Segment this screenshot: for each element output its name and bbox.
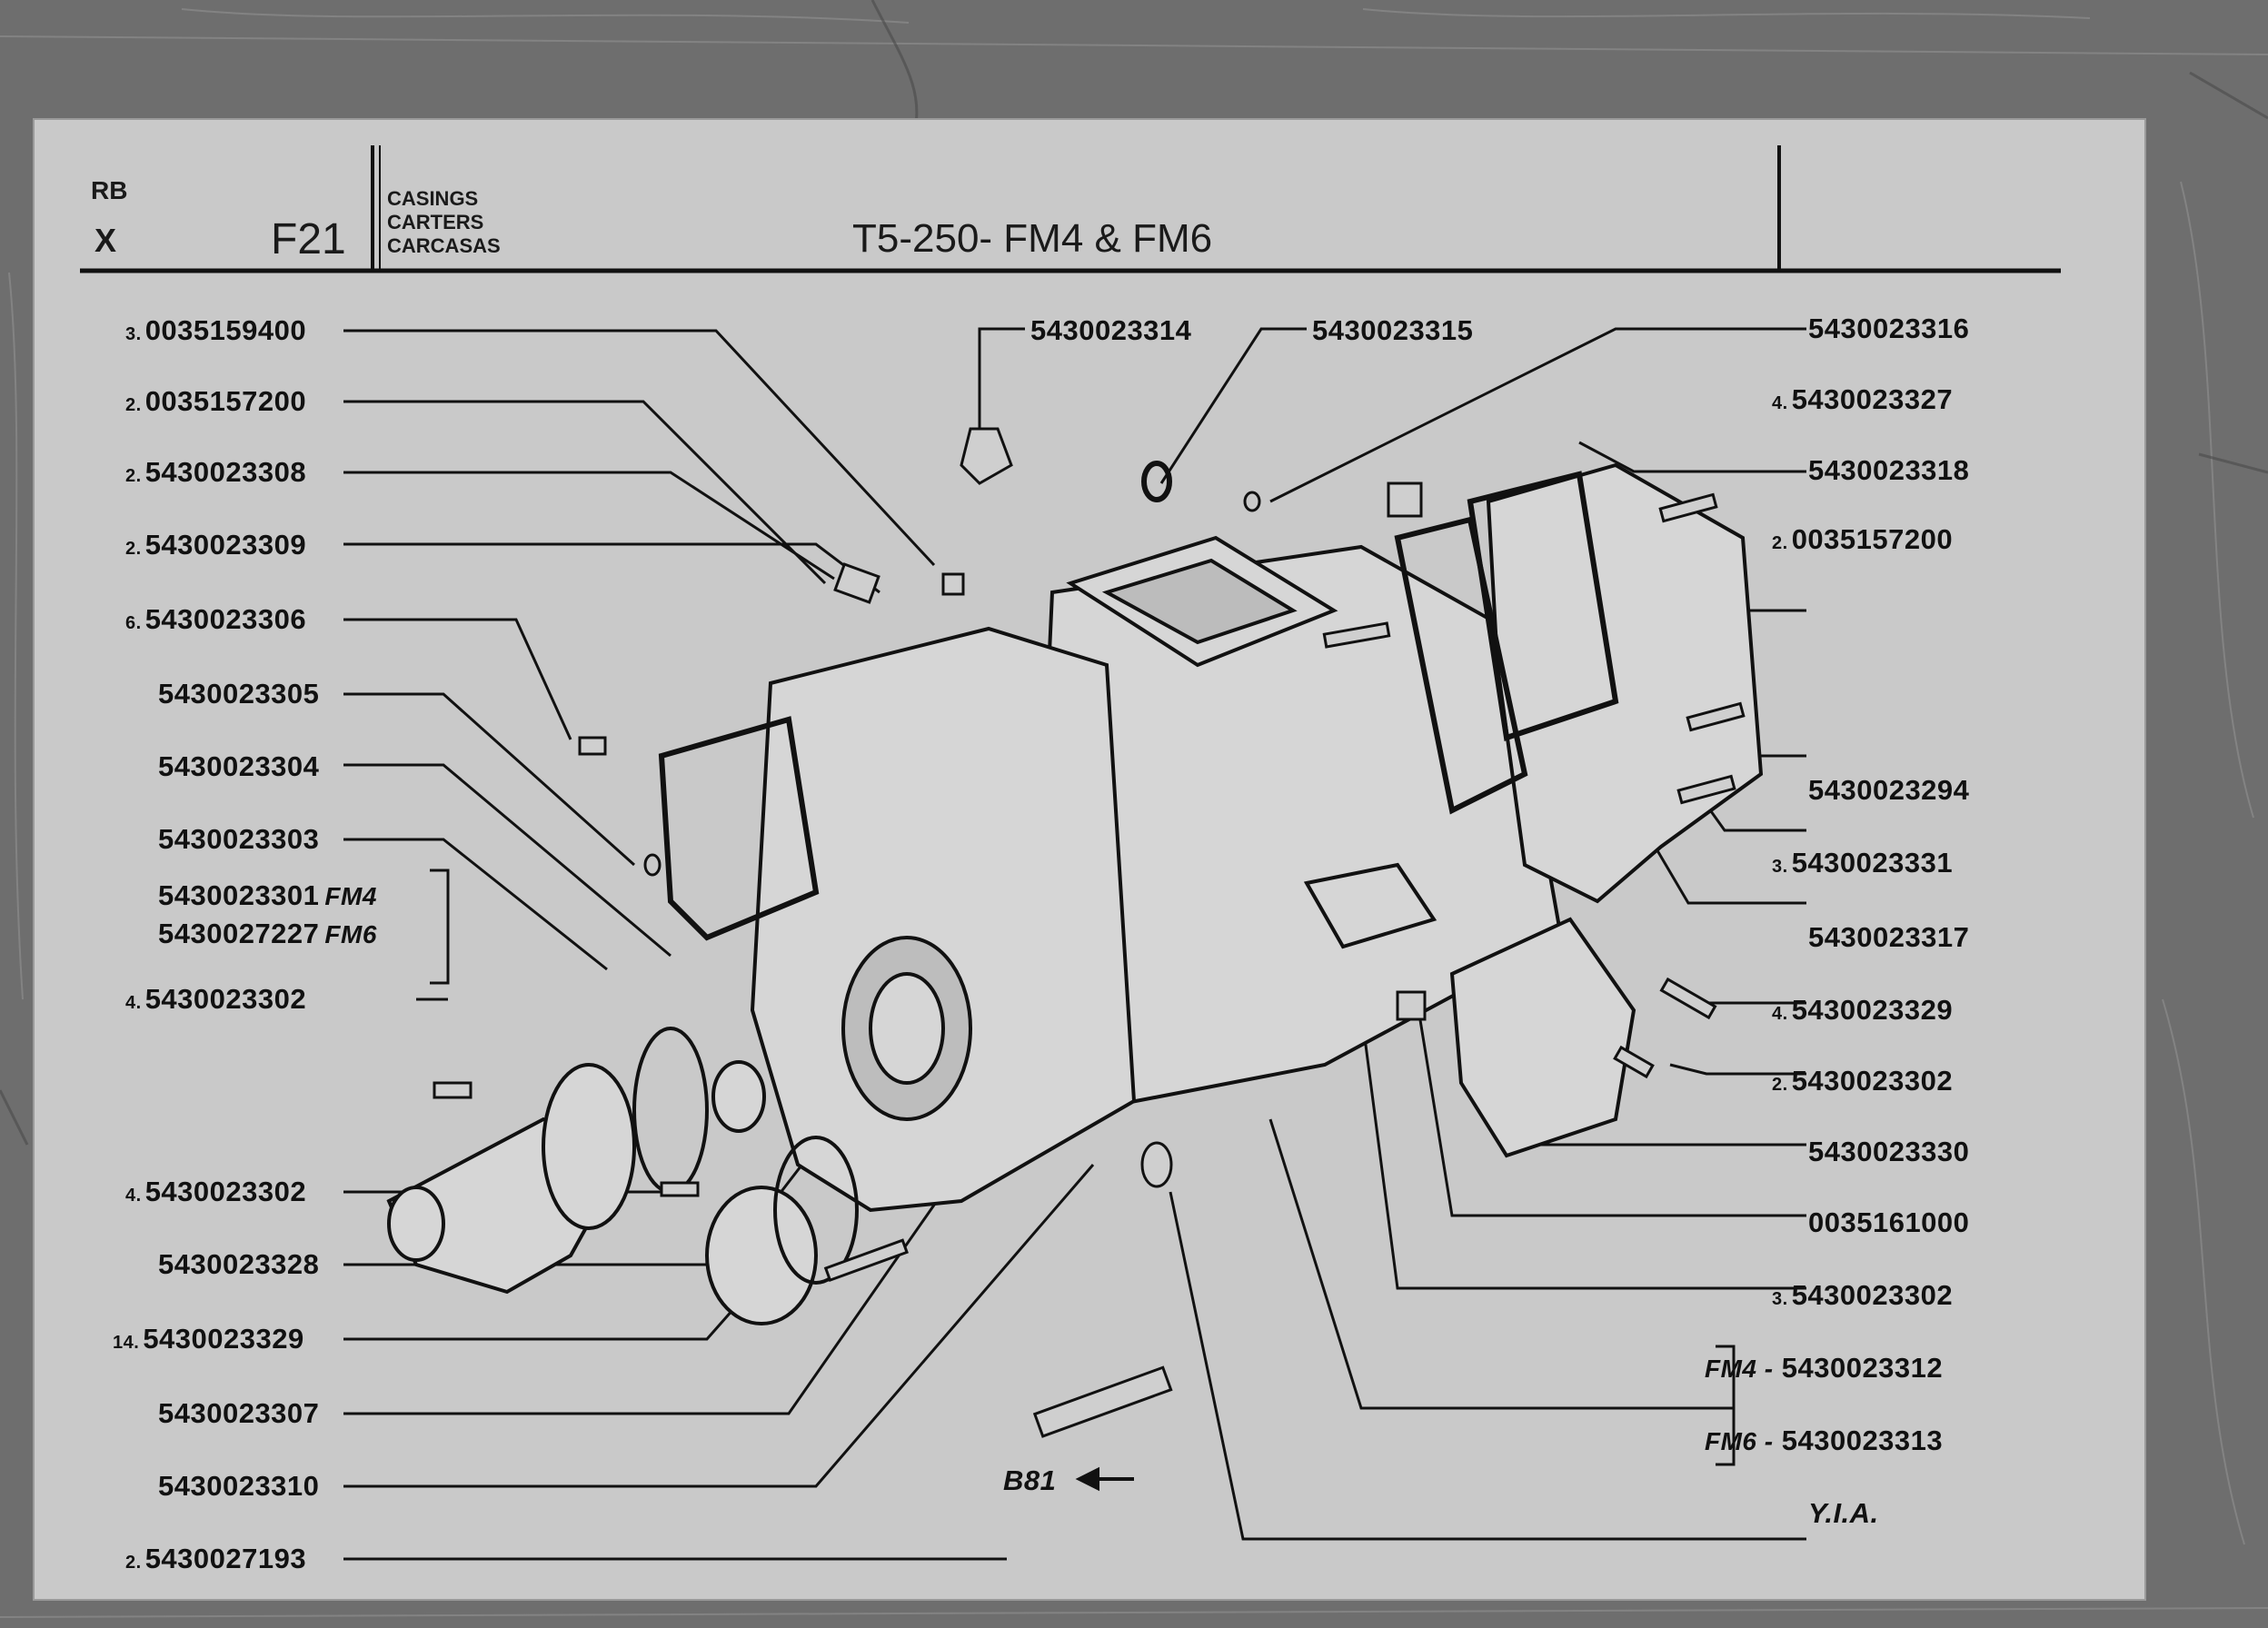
header-category-3: CARCASAS xyxy=(387,234,501,257)
part-label-right: 4.5430023329 xyxy=(1772,994,1954,1026)
header-category-1: CASINGS xyxy=(387,187,479,210)
header-page-number: F21 xyxy=(271,215,346,263)
part-label-right: FM4 - 5430023312 xyxy=(1705,1352,1944,1384)
part-label-right: 5430023317 xyxy=(1808,921,1970,953)
part-label-left: 2.5430027193 xyxy=(125,1543,307,1574)
part-label-top: 5430023315 xyxy=(1312,314,1474,346)
part-label-right: 4.5430023327 xyxy=(1772,383,1954,415)
part-label-left: 5430023310 xyxy=(158,1470,320,1502)
part-label-right: 2.0035157200 xyxy=(1772,523,1954,555)
header-code-top: RB xyxy=(91,176,128,204)
part-label-right: Y.I.A. xyxy=(1808,1497,1879,1529)
part-label-left: 5430023303 xyxy=(158,823,320,855)
part-label-left: 2.5430023309 xyxy=(125,529,307,561)
part-label-left: 4.5430023302 xyxy=(125,983,307,1015)
part-label-left: 14.5430023329 xyxy=(113,1323,304,1355)
part-label-left: 5430023328 xyxy=(158,1248,320,1280)
exploded-diagram xyxy=(80,145,2061,1561)
part-label-left: 5430023307 xyxy=(158,1397,320,1429)
part-label-right: 5430023318 xyxy=(1808,454,1970,486)
part-label-left: 4.5430023302 xyxy=(125,1176,307,1207)
header-code-bottom: X xyxy=(94,222,117,259)
part-label-right: FM6 - 5430023313 xyxy=(1705,1424,1944,1456)
header-category-2: CARTERS xyxy=(387,211,484,233)
part-label-right: 5430023294 xyxy=(1808,774,1970,806)
part-label-left: 2.0035157200 xyxy=(125,385,307,417)
page-title: T5-250- FM4 & FM6 xyxy=(852,216,1213,261)
catalog-sheet: RB X F21 CASINGS CARTERS CARCASAS T5-250… xyxy=(35,120,2144,1599)
part-label-left: 5430023304 xyxy=(158,750,320,782)
part-label-right: 3.5430023331 xyxy=(1772,847,1954,879)
part-label-top: 5430023314 xyxy=(1030,314,1192,346)
part-label-right: 5430023330 xyxy=(1808,1136,1970,1167)
part-label-left: 3.0035159400 xyxy=(125,314,307,346)
part-label-right: 2.5430023302 xyxy=(1772,1065,1954,1097)
part-label-left: 6.5430023306 xyxy=(125,603,307,635)
part-label-right: 0035161000 xyxy=(1808,1206,1970,1238)
part-label-right: 5430023316 xyxy=(1808,313,1970,344)
part-label-left: 5430023305 xyxy=(158,678,320,710)
callout-reference: B81 xyxy=(1003,1464,1057,1496)
part-label-right: 3.5430023302 xyxy=(1772,1279,1954,1311)
part-label-left: 2.5430023308 xyxy=(125,456,307,488)
